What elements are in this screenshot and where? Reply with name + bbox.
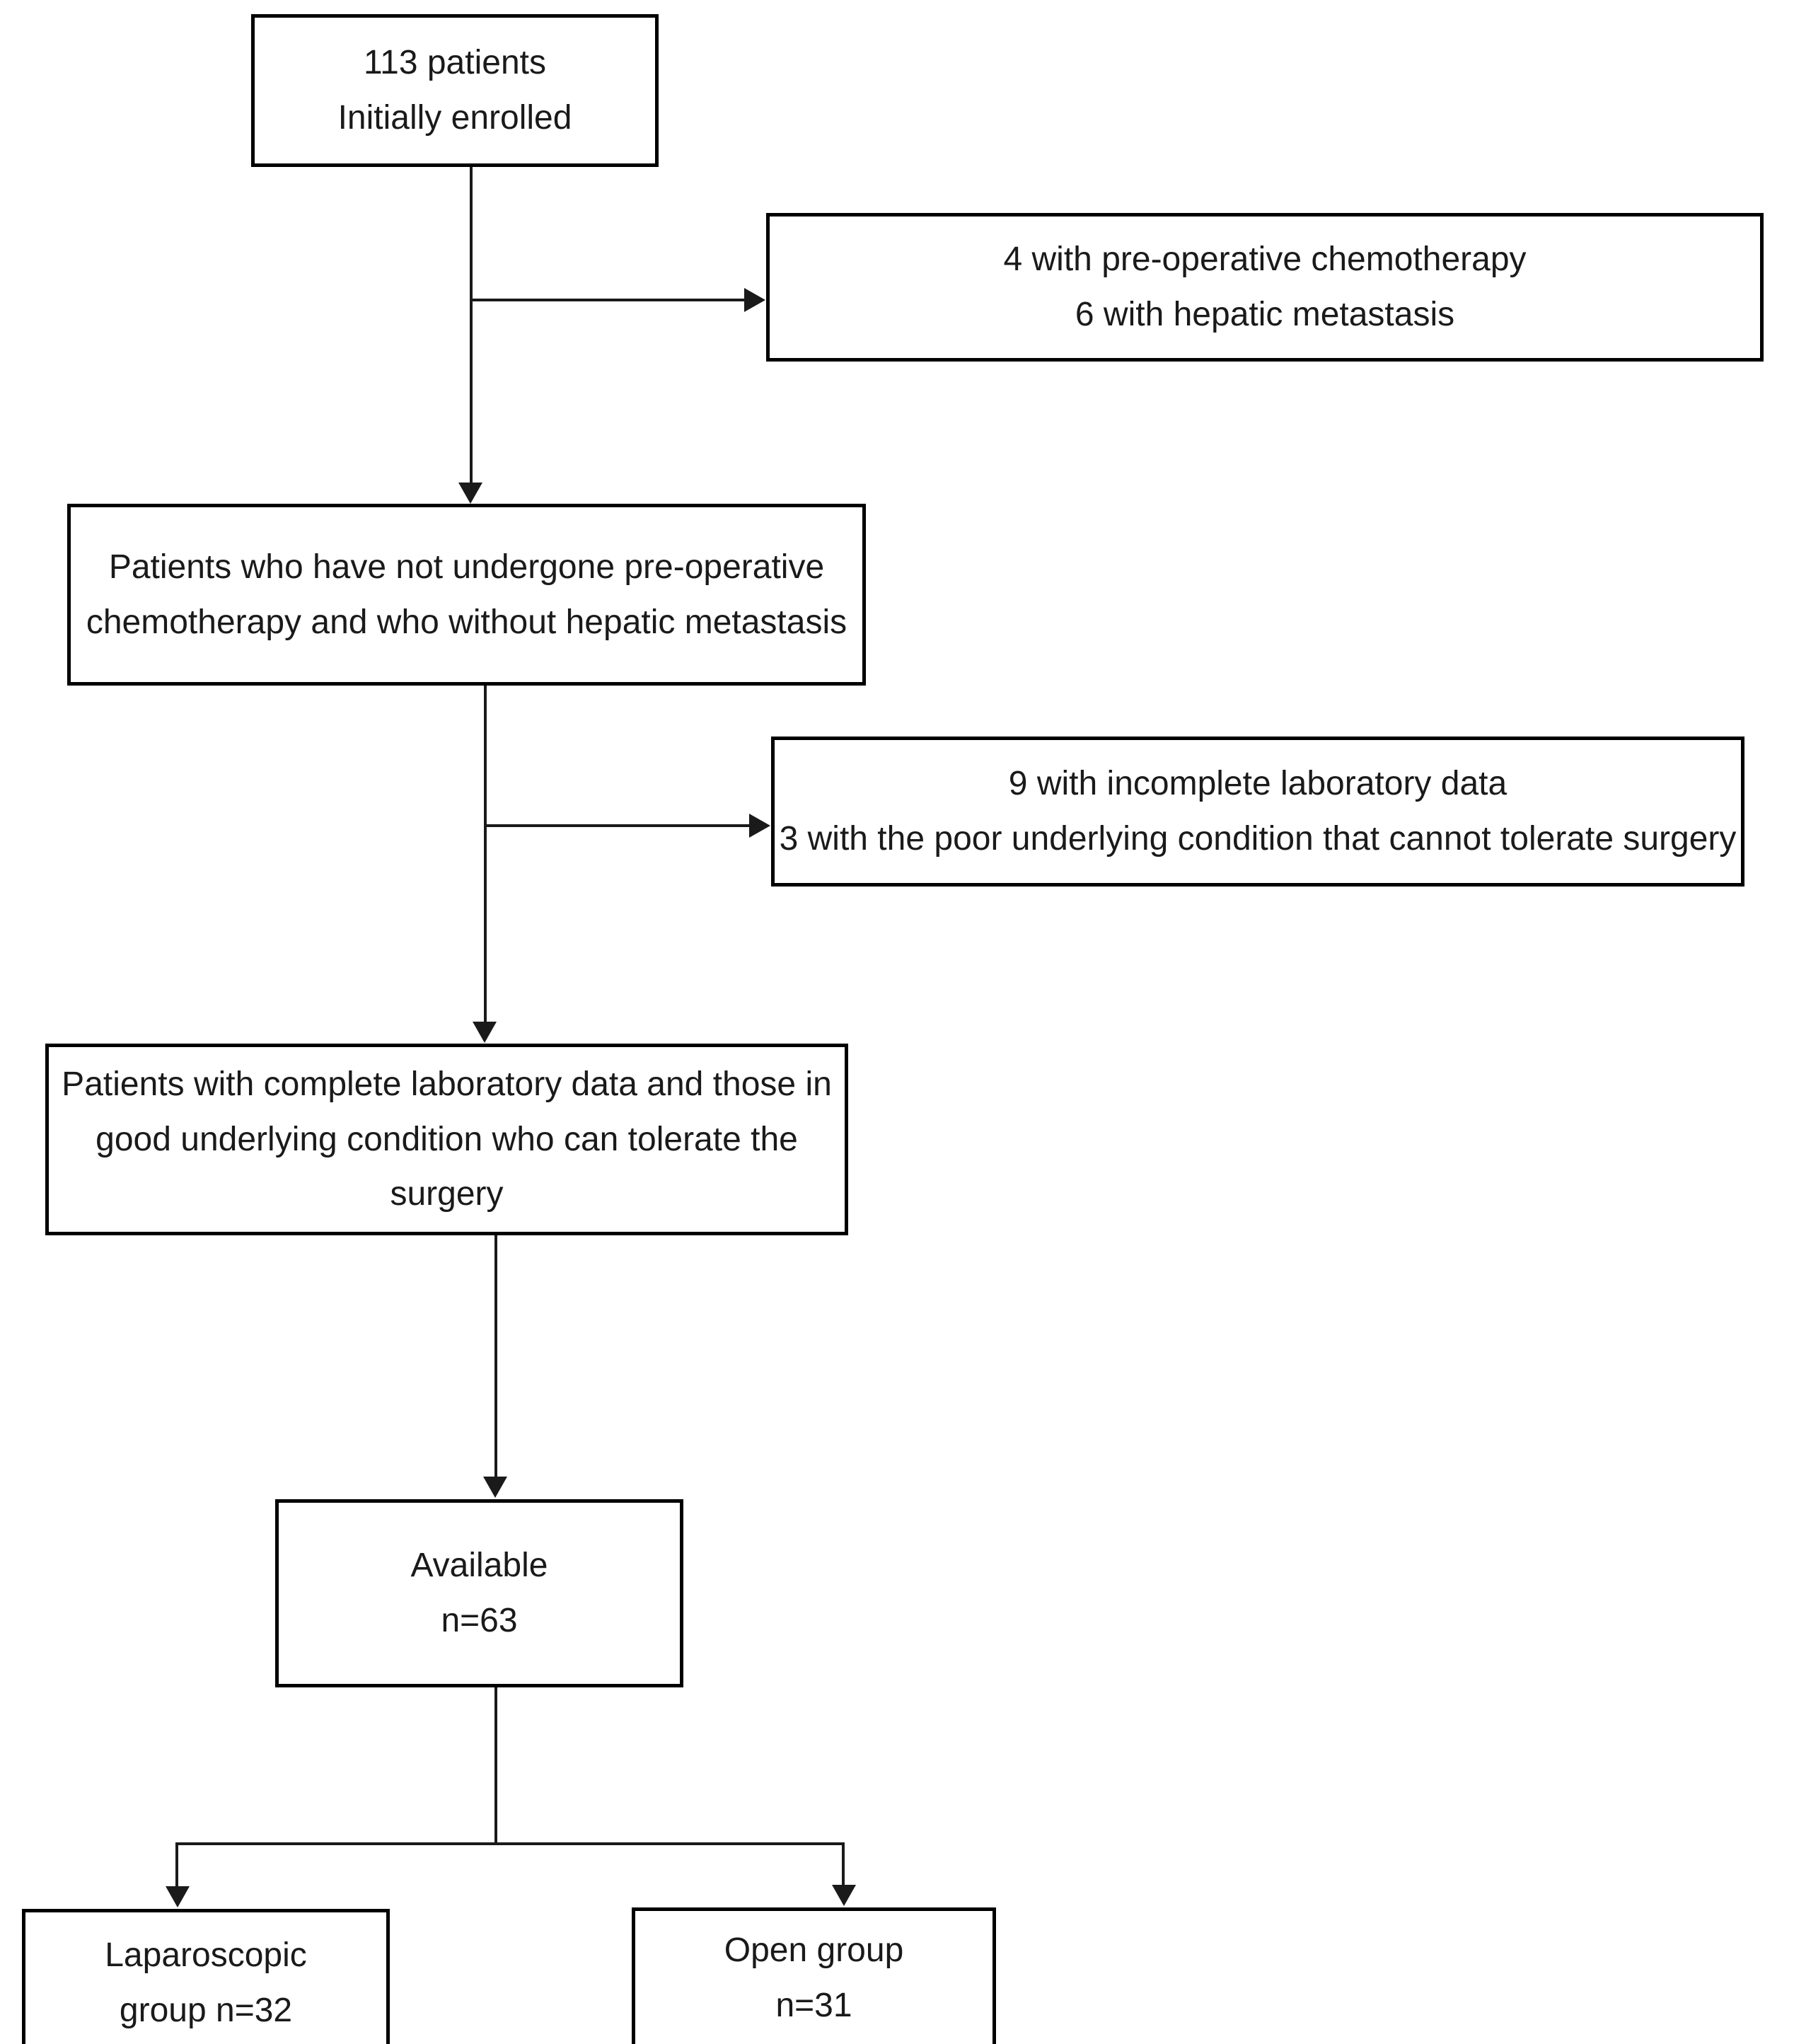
- connector-no-preop-to-complete-data: [484, 686, 487, 1023]
- connector-available-split-bar: [175, 1842, 845, 1845]
- connector-complete-data-to-available: [494, 1235, 497, 1478]
- node-patients-complete-lab-data-line-3: surgery: [390, 1175, 504, 1213]
- node-exclusion-1-line-2: 6 with hepatic metastasis: [1075, 296, 1455, 333]
- node-laparoscopic-group-line-1: Laparoscopic: [105, 1936, 307, 1975]
- node-available-line-1: Available: [410, 1547, 548, 1585]
- connector-available-to-open: [842, 1842, 845, 1888]
- node-exclusion-1-line-1: 4 with pre-operative chemotherapy: [1003, 241, 1527, 279]
- connector-enrolled-to-no-preop: [470, 167, 473, 484]
- node-initially-enrolled: 113 patients Initially enrolled: [251, 14, 659, 167]
- node-open-group: Open group n=31: [632, 1907, 996, 2044]
- connector-enrolled-to-exclusion-1: [470, 299, 746, 301]
- connector-available-to-laparoscopic: [175, 1842, 178, 1888]
- node-exclusion-2-line-1: 9 with incomplete laboratory data: [1008, 765, 1507, 803]
- arrowhead-down-icon: [473, 1022, 497, 1043]
- arrowhead-down-icon: [458, 483, 482, 504]
- connector-available-split-stem: [494, 1687, 497, 1845]
- connector-no-preop-to-exclusion-2: [484, 824, 751, 827]
- arrowhead-down-icon: [166, 1886, 190, 1907]
- node-exclusion-1: 4 with pre-operative chemotherapy 6 with…: [766, 213, 1764, 362]
- node-open-group-line-1: Open group: [724, 1932, 904, 1970]
- node-initially-enrolled-line-2: Initially enrolled: [337, 99, 572, 137]
- node-exclusion-2-line-2: 3 with the poor underlying condition tha…: [779, 820, 1737, 858]
- node-patients-without-preop-chemo: Patients who have not undergone pre-oper…: [67, 504, 866, 686]
- node-exclusion-2: 9 with incomplete laboratory data 3 with…: [771, 737, 1744, 887]
- node-open-group-count: n=31: [775, 1987, 852, 2024]
- node-available-count: n=63: [441, 1602, 518, 1639]
- arrowhead-right-icon: [744, 288, 765, 312]
- node-patients-complete-lab-data: Patients with complete laboratory data a…: [45, 1044, 848, 1235]
- node-patients-complete-lab-data-line-1: Patients with complete laboratory data a…: [62, 1065, 832, 1103]
- arrowhead-down-icon: [483, 1477, 507, 1498]
- arrowhead-right-icon: [749, 814, 770, 838]
- node-laparoscopic-group: Laparoscopic group n=32: [22, 1909, 390, 2044]
- node-patients-complete-lab-data-line-2: good underlying condition who can tolera…: [96, 1120, 798, 1158]
- node-patients-without-preop-chemo-line-2: chemotherapy and who without hepatic met…: [86, 603, 847, 641]
- node-available: Available n=63: [275, 1499, 683, 1687]
- node-laparoscopic-group-count: group n=32: [119, 1992, 293, 2029]
- node-patients-without-preop-chemo-line-1: Patients who have not undergone pre-oper…: [108, 548, 825, 586]
- arrowhead-down-icon: [832, 1885, 856, 1906]
- node-initially-enrolled-line-1: 113 patients: [364, 44, 546, 82]
